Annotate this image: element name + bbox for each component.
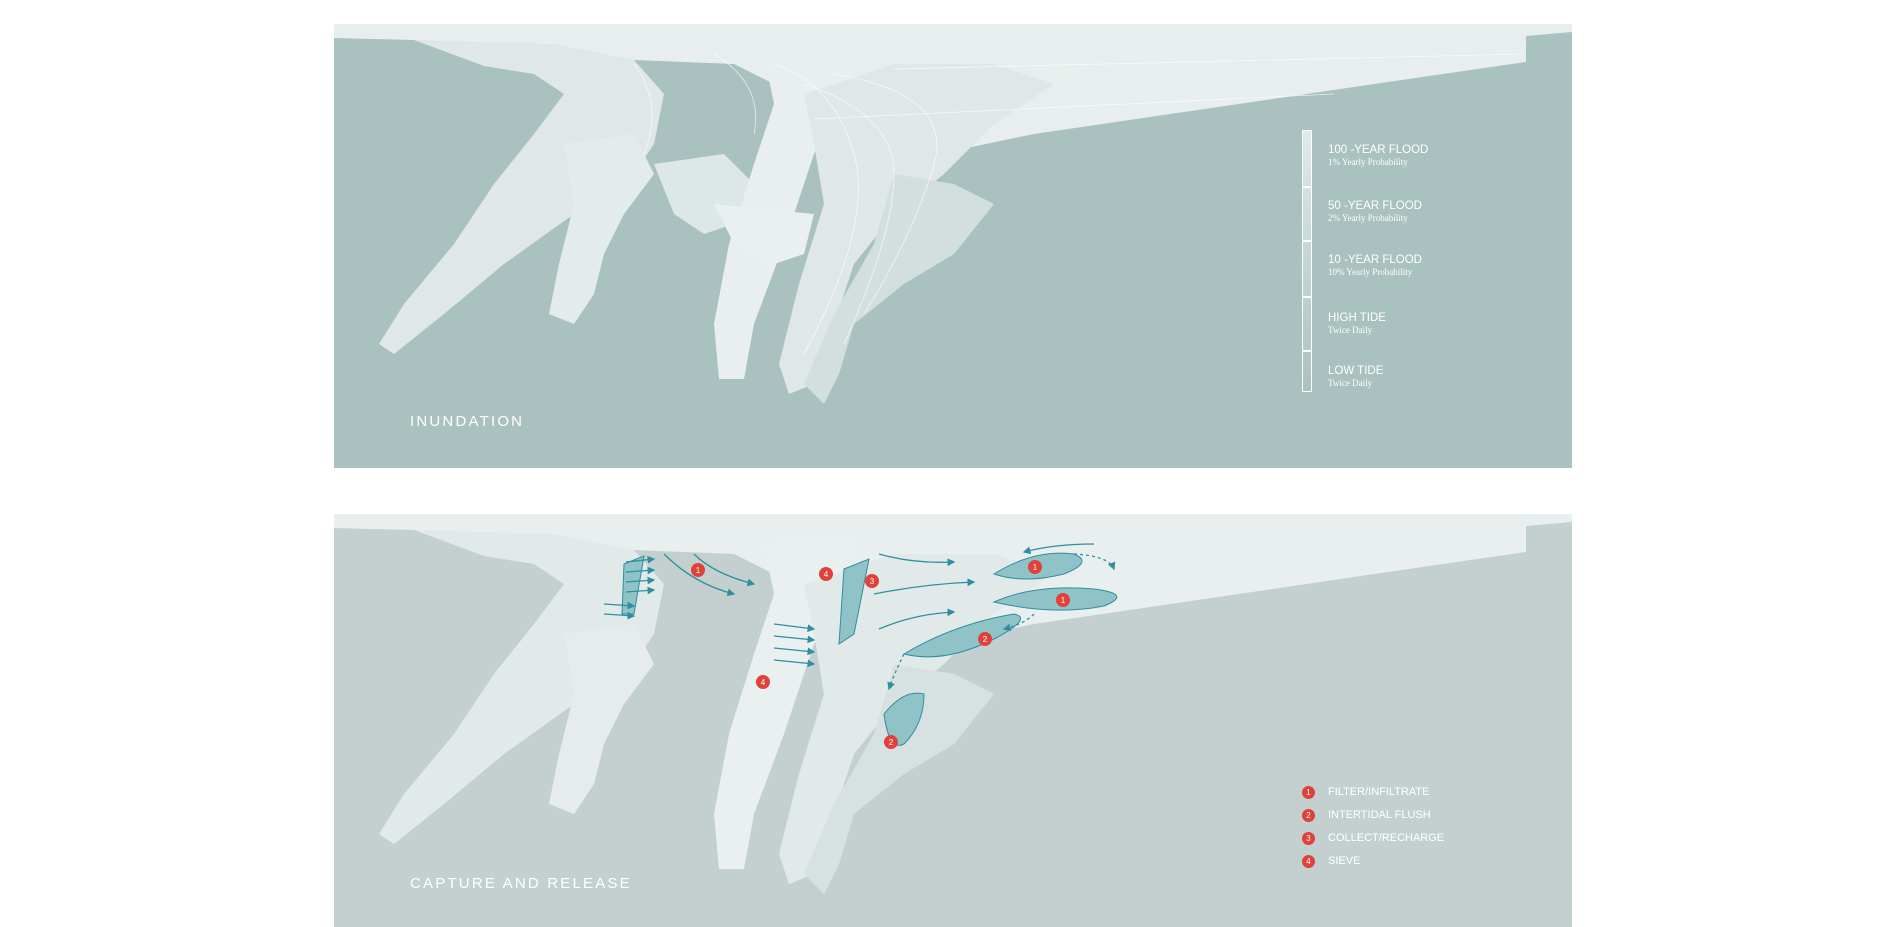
panel-title: CAPTURE AND RELEASE xyxy=(410,875,632,892)
scale-tick xyxy=(1302,350,1312,352)
legend-marker: 1 xyxy=(1302,785,1315,799)
basin-marker: 1 xyxy=(1056,593,1070,607)
legend-item-collect: 3 COLLECT/RECHARGE xyxy=(1302,830,1444,846)
capture-release-panel: 1 4 3 1 1 2 4 2 CAPTURE AND RELEASE 1 FI… xyxy=(334,514,1572,927)
legend-marker: 2 xyxy=(1302,808,1315,822)
inundation-map xyxy=(334,24,1572,404)
legend-marker: 4 xyxy=(1302,854,1315,868)
basin-marker: 1 xyxy=(691,563,705,577)
legend-marker: 3 xyxy=(1302,831,1315,845)
basin-marker: 3 xyxy=(865,574,879,588)
land-mass xyxy=(334,24,1572,404)
basin-marker: 2 xyxy=(884,735,898,749)
scale-tick xyxy=(1302,186,1312,188)
basin-marker: 4 xyxy=(819,567,833,581)
scale-tick xyxy=(1302,296,1312,298)
legend-item-sieve: 4 SIEVE xyxy=(1302,853,1360,869)
scale-tick xyxy=(1302,240,1312,242)
basin-marker: 1 xyxy=(1028,560,1042,574)
basin-marker: 4 xyxy=(756,675,770,689)
panel-title: INUNDATION xyxy=(410,413,525,430)
legend-item-flush: 2 INTERTIDAL FLUSH xyxy=(1302,807,1431,823)
capture-release-map xyxy=(334,514,1572,894)
contour-lines xyxy=(633,53,1525,355)
flow-arrows xyxy=(603,543,1116,691)
flood-scale-bar xyxy=(1302,130,1312,392)
basin-marker: 2 xyxy=(978,632,992,646)
legend-item-filter: 1 FILTER/INFILTRATE xyxy=(1302,784,1429,800)
